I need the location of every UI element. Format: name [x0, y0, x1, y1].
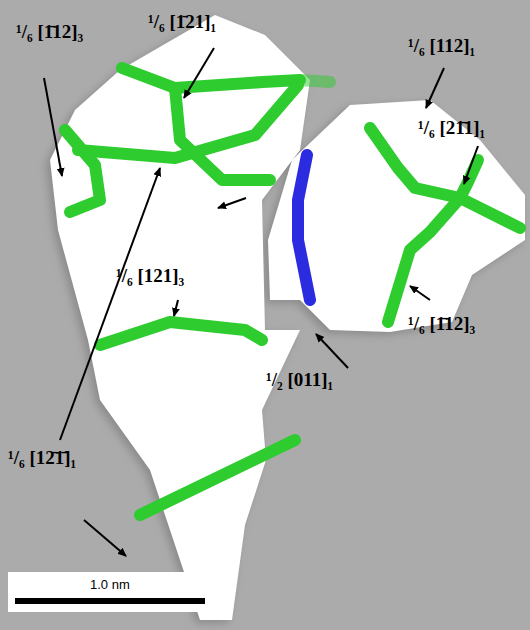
perfect-dislocation-line — [298, 155, 310, 300]
burgers-vector-label: ¹/₆ [1̄12]₃ — [16, 22, 83, 43]
burgers-vector-label: ¹/₆ [121]₃ — [116, 266, 184, 287]
void-region — [50, 15, 525, 620]
partial-dislocation-lines — [65, 68, 520, 515]
burgers-vector-label: ¹/₆ [1̄12]₃ — [408, 314, 475, 335]
burgers-vector-label: ¹/₆ [1̄21]₁ — [148, 12, 216, 33]
burgers-vector-label: ¹/₆ [12̄1̄]₁ — [8, 448, 76, 469]
leader-arrows — [44, 48, 478, 556]
scale-bar — [15, 598, 205, 604]
burgers-vector-label: ¹/₂ [011]₁ — [266, 370, 333, 391]
scale-label: 1.0 nm — [90, 578, 130, 592]
scale-ground — [8, 572, 213, 612]
burgers-vector-label: ¹/₆ [21̄1]₁ — [418, 118, 485, 139]
burgers-vector-label: ¹/₆ [112]₁ — [408, 36, 475, 57]
